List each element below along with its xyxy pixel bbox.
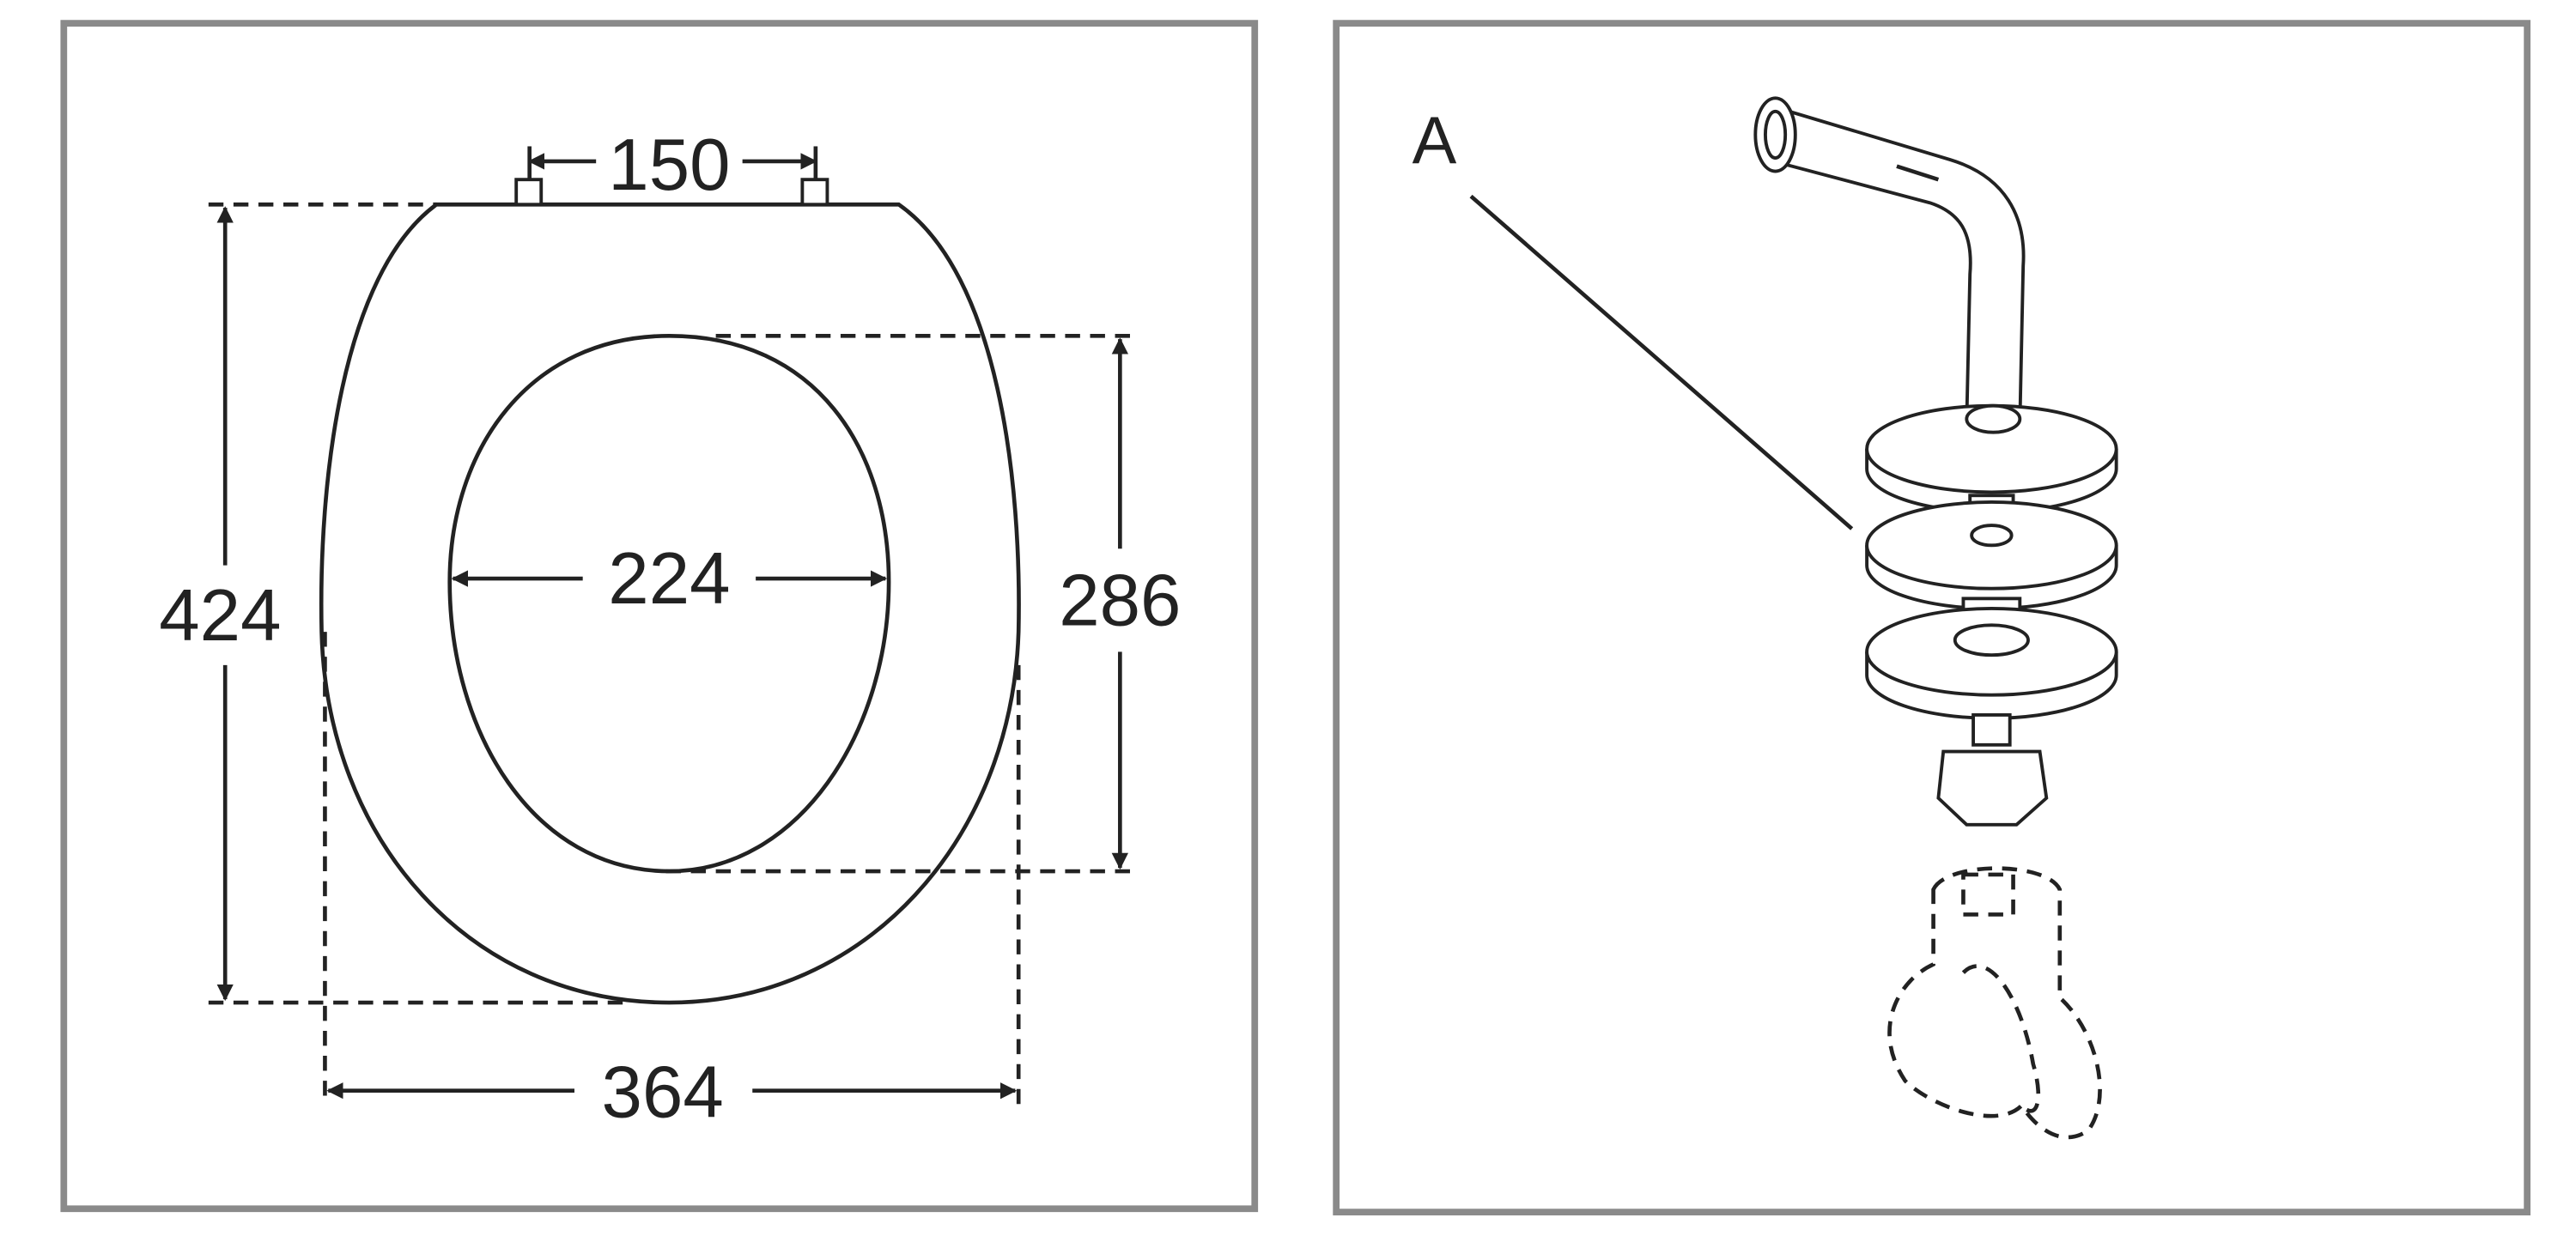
dim-label-opening-width: 224 (608, 538, 730, 620)
hinge-right (800, 178, 829, 207)
callout-label-a: A (1413, 104, 1457, 178)
hinge-pin-elbow (1753, 96, 2026, 426)
mounting-base-hidden (1887, 866, 2102, 1140)
hinge-left (514, 178, 544, 207)
hex-nut (1936, 749, 2049, 827)
dim-label-hinge-spacing: 150 (608, 124, 730, 206)
dim-label-overall-width: 364 (602, 1052, 724, 1134)
washer-bottom (1865, 607, 2118, 720)
washer-top (1865, 403, 2118, 514)
left-panel-frame (60, 20, 1259, 1213)
hinge-assembly-panel: A (1333, 20, 2530, 1216)
washer-middle (1865, 500, 2118, 610)
dim-label-overall-length: 424 (159, 575, 281, 657)
seat-outline (319, 202, 1021, 1005)
callout-leader-line (1469, 194, 1854, 530)
stud-end (1971, 713, 2012, 747)
dim-label-opening-length: 286 (1059, 560, 1181, 641)
seat-dimension-panel: 150 424 286 224 364 (60, 20, 1259, 1213)
